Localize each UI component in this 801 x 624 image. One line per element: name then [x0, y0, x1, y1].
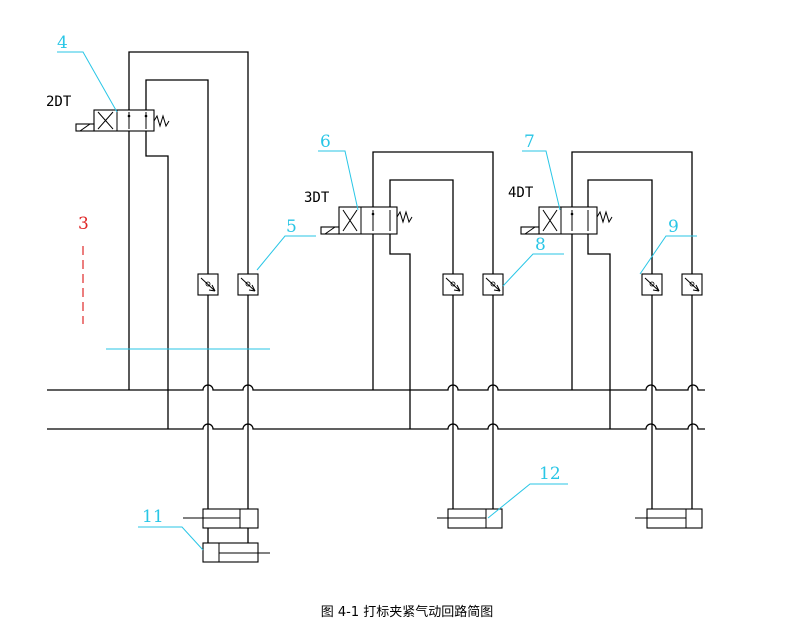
- solenoid-label-4dt: 4DT: [508, 185, 534, 201]
- callout-7: 7: [524, 132, 535, 152]
- circuit-2: [320, 151, 504, 529]
- callout-9: 9: [668, 217, 679, 237]
- callout-12: 12: [539, 464, 561, 484]
- valve-6: [320, 206, 413, 235]
- solenoid-label-3dt: 3DT: [304, 190, 330, 206]
- solenoid-label-2dt: 2DT: [46, 94, 72, 110]
- flow-valve-1a: [197, 273, 219, 296]
- circuit-3: [520, 151, 703, 529]
- valve-4: [75, 109, 170, 132]
- cylinder-11-upper: [183, 508, 259, 529]
- cylinder-right: [635, 508, 703, 529]
- cylinder-11-lower: [202, 542, 270, 563]
- supply-line: [47, 384, 705, 391]
- callout-3: 3: [78, 214, 89, 234]
- callout-5: 5: [286, 217, 297, 237]
- flow-valve-3b: [681, 273, 703, 296]
- valve-7: [520, 206, 613, 235]
- figure-caption: 图 4-1 打标夹紧气动回路简图: [321, 604, 494, 620]
- flow-valve-1b: [237, 273, 259, 296]
- solenoid-labels: 2DT 3DT 4DT: [46, 94, 534, 206]
- exhaust-line: [47, 423, 705, 430]
- callout-11: 11: [142, 507, 164, 527]
- main-pipes: [47, 384, 705, 430]
- flow-valve-3a: [641, 273, 663, 296]
- cylinder-12: [437, 508, 503, 529]
- callout-6: 6: [320, 132, 331, 152]
- flow-valve-2b: [482, 273, 504, 296]
- callout-4: 4: [57, 33, 68, 53]
- flow-valve-2a: [442, 273, 464, 296]
- circuit-1: [75, 51, 270, 563]
- callout-8: 8: [535, 235, 546, 255]
- leader-lines: [57, 51, 697, 551]
- callout-labels: 3 4 5 6 7 8 9 11 12: [57, 33, 679, 527]
